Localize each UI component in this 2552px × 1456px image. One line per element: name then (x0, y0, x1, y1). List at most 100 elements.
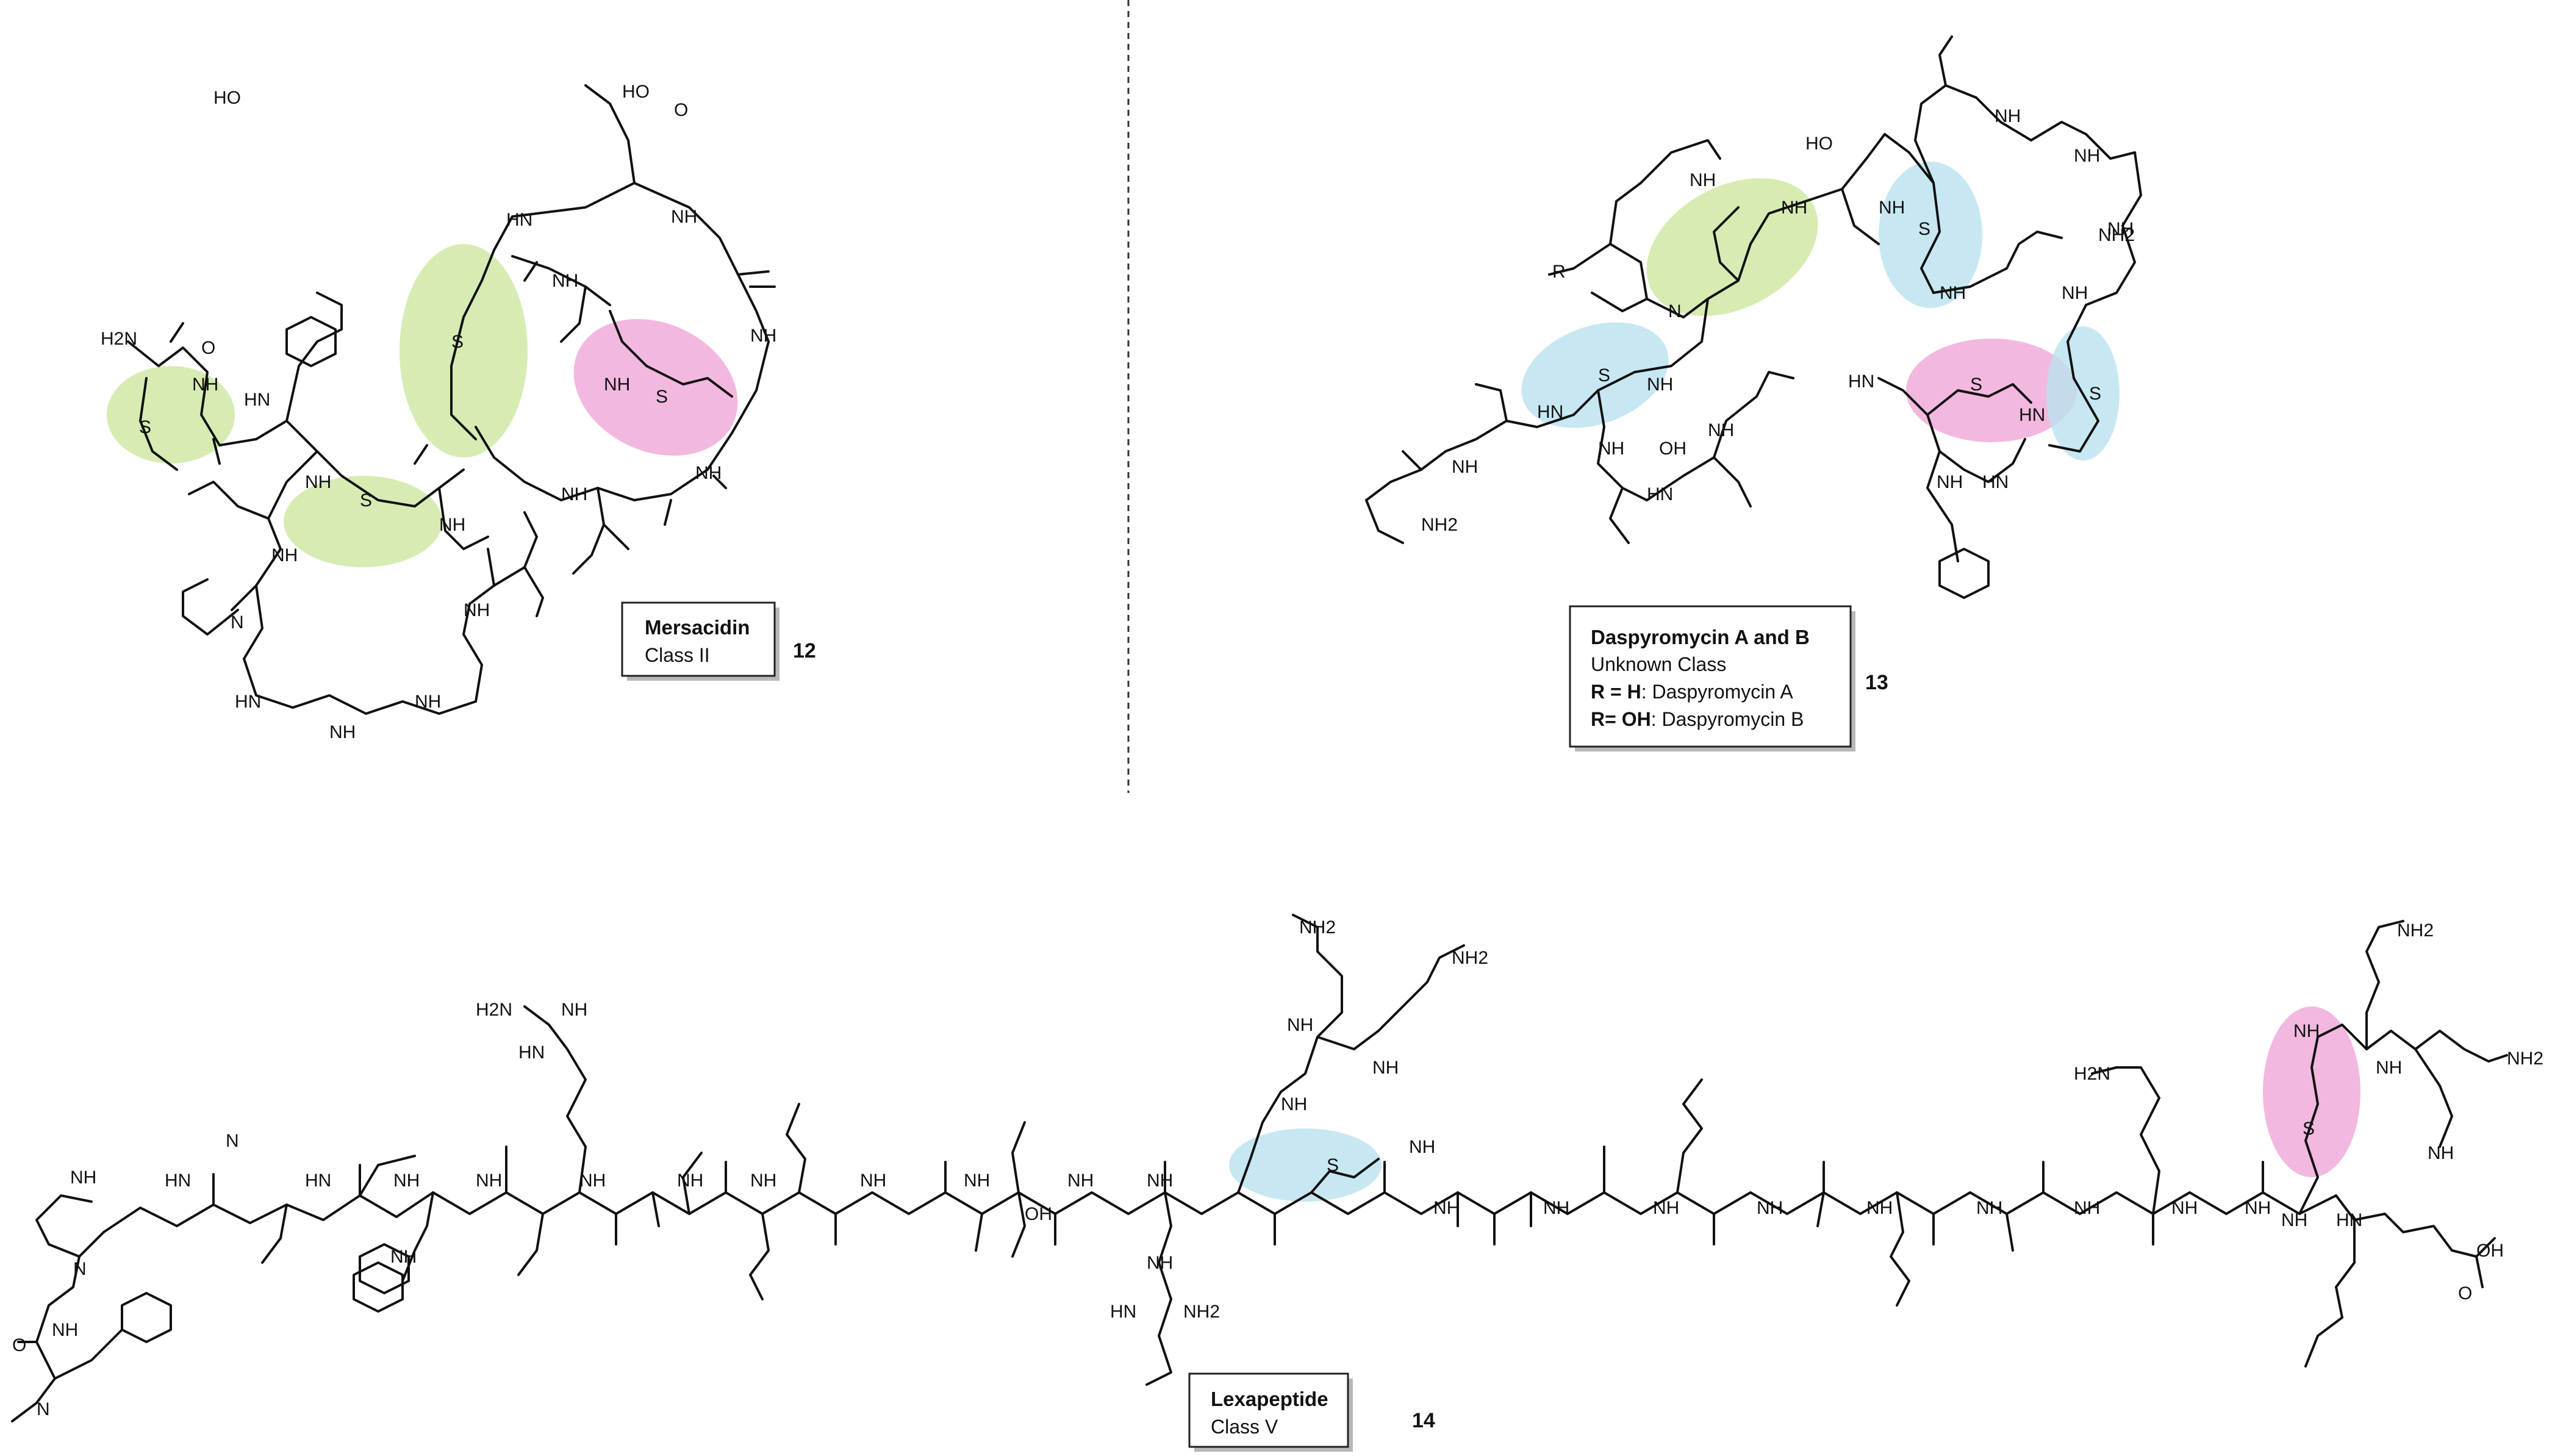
lexapeptide-caption-box (1188, 1372, 1349, 1448)
daspyromycin-atom-nh-6: NH (2107, 219, 2134, 239)
mersacidin-atom-nh-12: NH (439, 515, 465, 535)
mersacidin-highlight-melan-3 (400, 244, 528, 457)
lexapeptide-atom-nh-22: NH (1543, 1198, 1569, 1218)
mersacidin-highlight-avicys (573, 318, 738, 456)
compound-number-13: 13 (1865, 671, 1888, 694)
daspyromycin-atom-s-2: S (1970, 375, 1982, 395)
daspyromycin-atom-nh-11: NH (1452, 457, 1478, 477)
lexapeptide-atom-nh-13: NH (964, 1171, 990, 1191)
daspyromycin-atom-hn-3: HN (1982, 472, 2009, 492)
lexapeptide-atom-s-2: S (2303, 1119, 2315, 1139)
lexapeptide-atom-nh-18: NH (1372, 1058, 1399, 1078)
lexapeptide-atom-nh-11: NH (750, 1171, 776, 1191)
mersacidin-atom-nh-14: NH (329, 722, 356, 742)
mersacidin-caption: Mersacidin Class II (621, 601, 780, 681)
mersacidin-caption-box (621, 601, 776, 677)
lexapeptide-atom-nh2-1: NH2 (1183, 1302, 1220, 1322)
daspyromycin-highlight-lan-1 (1521, 322, 1669, 428)
lexapeptide-highlight-lan (1229, 1128, 1382, 1202)
lexapeptide-atom-nh2-2: NH2 (1299, 917, 1336, 938)
lexapeptide-atom-n-terminal: N (37, 1399, 50, 1419)
daspyromycin-atom-nh-7: NH (2062, 283, 2088, 303)
mersacidin-atom-nh-7: NH (552, 271, 578, 291)
lexapeptide-atom-nh-26: NH (1976, 1198, 2002, 1218)
lexapeptide-atom-nh-3: HN (165, 1171, 191, 1191)
lexapeptide-atom-n-2: N (226, 1131, 239, 1151)
daspyromycin-atom-oh: OH (1659, 439, 1686, 459)
daspyromycin-highlight-avicys (1906, 339, 2077, 442)
lexapeptide-atom-nh-6: NH (393, 1171, 420, 1191)
lexapeptide-atom-nh2-5: NH2 (2507, 1049, 2543, 1069)
mersacidin-atom-hn-1: HN (235, 692, 261, 712)
lexapeptide-atom-nh-31: NH (2376, 1058, 2402, 1078)
daspyromycin-variant-b-value: : Daspyromycin B (1651, 708, 1804, 730)
mersacidin-atom-s-1: S (451, 332, 464, 352)
daspyromycin-atom-nh-13: NH (1708, 420, 1734, 440)
daspyromycin-highlight-lan-2 (1879, 162, 1982, 308)
daspyromycin-variant-b: R= OH: Daspyromycin B (1591, 708, 1804, 730)
daspyromycin-atom-nh2-2: NH2 (1421, 515, 1458, 535)
mersacidin-name: Mersacidin (645, 616, 750, 639)
mersacidin-atom-nh-8: NH (192, 375, 218, 395)
lexapeptide-atom-hn-3: HN (2336, 1210, 2362, 1230)
mersacidin-atom-nh-2: NH (671, 207, 697, 227)
daspyromycin-atom-nh-12: NH (1598, 439, 1624, 459)
lexapeptide-atom-nh-7: NH (476, 1171, 502, 1191)
daspyromycin-atom-s-3: S (2089, 384, 2101, 404)
daspyromycin-atom-hn-1: HN (1848, 371, 1874, 392)
daspyromycin-atom-hn-4: HN (1537, 402, 1563, 422)
daspyromycin-caption-box (1569, 605, 1852, 748)
lexapeptide-atom-nh-27: NH (2074, 1198, 2100, 1218)
daspyromycin-structure: R N NH NH HO NH S NH NH NH2 NH NH NH HN … (1365, 35, 2142, 599)
daspyromycin-atom-ho: HO (1805, 134, 1833, 154)
daspyromycin-atom-nh-3: NH (1879, 198, 1905, 218)
mersacidin-atom-s-4: S (139, 417, 151, 437)
lexapeptide-atom-nh-30: NH (2293, 1021, 2320, 1041)
lexapeptide-atom-nh-17: NH (1287, 1015, 1313, 1035)
lexapeptide-caption: Lexapeptide Class V (1188, 1372, 1353, 1452)
compound-number-12: 12 (793, 639, 816, 662)
lexapeptide-atom-nh-20: NH (1409, 1137, 1435, 1157)
mersacidin-class: Class II (645, 644, 710, 666)
mersacidin-atom-o-1: O (201, 338, 215, 358)
mersacidin-highlight-melan-1 (107, 366, 235, 464)
daspyromycin-atom-nh-2: NH (1781, 198, 1807, 218)
daspyromycin-atom-hn-2: HN (2019, 405, 2045, 425)
lexapeptide-atom-nh-32: NH (2428, 1143, 2454, 1163)
daspyromycin-atom-r: R (1552, 262, 1566, 282)
lexapeptide-atom-nh-19: NH (1281, 1094, 1307, 1114)
mersacidin-atom-nh-10: NH (305, 472, 331, 492)
daspyromycin-atom-s-4: S (1598, 365, 1610, 386)
lexapeptide-name: Lexapeptide (1211, 1388, 1328, 1410)
lexapeptide-atom-h2n-2: H2N (2074, 1064, 2110, 1084)
mersacidin-atom-nh-11: NH (271, 545, 298, 565)
mersacidin-atom-nh-4: NH (604, 375, 630, 395)
lexapeptide-atom-nh-9: NH (579, 1171, 606, 1191)
lexapeptide-atom-nh-4: HN (305, 1171, 331, 1191)
lexapeptide-atom-oh-1: OH (1025, 1204, 1052, 1224)
lexapeptide-atom-h2n-1: H2N (476, 1000, 512, 1020)
lexapeptide-atom-n-1: N (73, 1259, 87, 1279)
daspyromycin-atom-hn-5: HN (1647, 484, 1673, 504)
daspyromycin-atom-nh-5: NH (2074, 146, 2100, 166)
daspyromycin-highlight-melan (1646, 178, 1818, 316)
daspyromycin-atom-s-1: S (1918, 219, 1930, 239)
mersacidin-atom-ho-2: HO (622, 82, 650, 102)
mersacidin-atom-o-2: O (674, 100, 688, 120)
lexapeptide-atom-nh-25: NH (1866, 1198, 1893, 1218)
lexapeptide-atom-o-1: O (12, 1335, 26, 1355)
lexapeptide-atom-nh2-3: NH2 (1452, 948, 1488, 968)
lexapeptide-atom-nh-10: NH (677, 1171, 703, 1191)
mersacidin-atom-s-2: S (656, 387, 668, 407)
lexapeptide-atom-oh-2: OH (2476, 1241, 2504, 1261)
daspyromycin-atom-nh2-1: NH2 (2098, 225, 2135, 245)
daspyromycin-atom-nh-4: NH (1995, 106, 2021, 126)
daspyromycin-variant-a-key: R = H (1591, 681, 1641, 703)
compound-number-14: 14 (1412, 1409, 1435, 1432)
lexapeptide-atom-nh-29: NH (2245, 1198, 2271, 1218)
lexapeptide-atom-nh-2: NH (70, 1167, 96, 1188)
lexapeptide-atom-o-acid: O (2458, 1283, 2472, 1304)
daspyromycin-atom-nh-9: NH (1937, 472, 1963, 492)
lexapeptide-atom-nh-5: NH (390, 1247, 417, 1267)
